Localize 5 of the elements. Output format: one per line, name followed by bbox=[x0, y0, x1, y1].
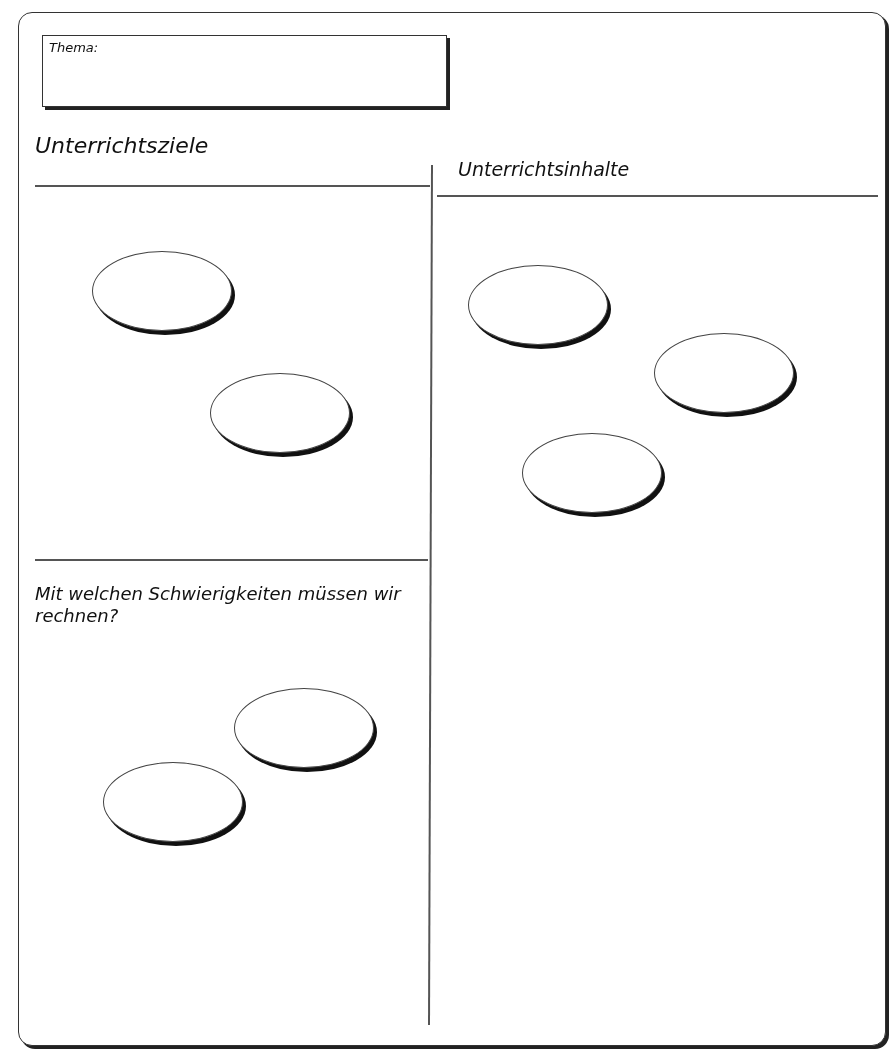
field-label: Thema: bbox=[49, 40, 99, 55]
topic-field bbox=[42, 35, 447, 107]
section-heading: Unterrichtsziele bbox=[35, 133, 210, 160]
section-heading: Unterrichtsinhalte bbox=[458, 158, 631, 181]
section-question: Mit welchen Schwierigkeiten müssen wir rechnen? bbox=[35, 583, 403, 627]
